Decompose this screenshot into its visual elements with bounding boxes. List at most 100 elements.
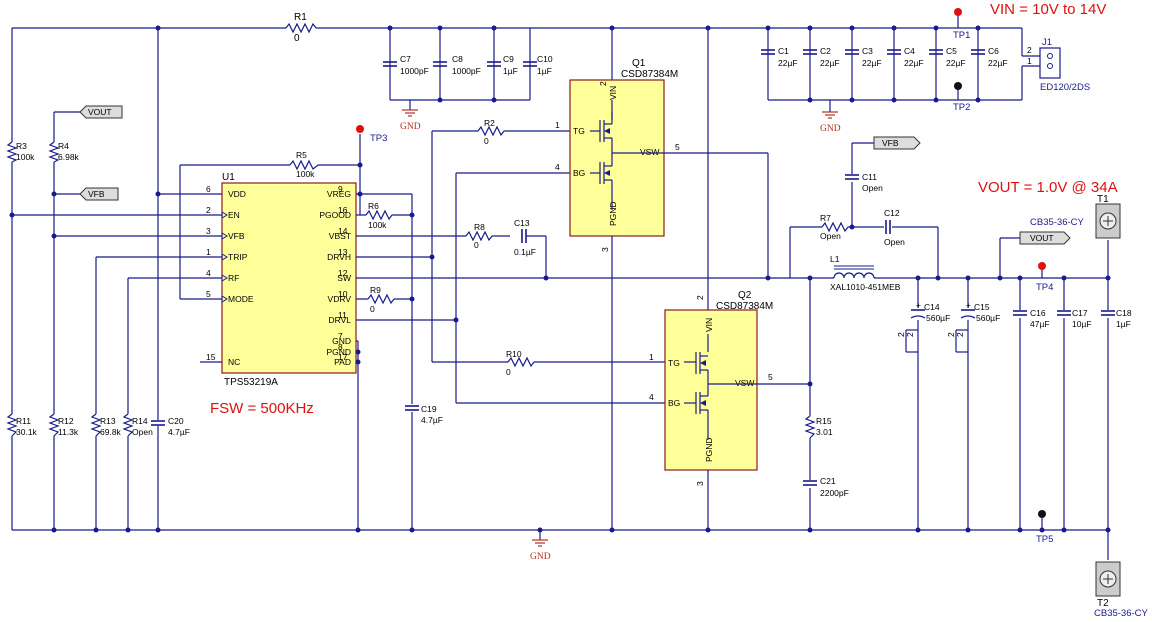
c16-capacitor xyxy=(1012,310,1028,318)
u1-pin-name: TRIP xyxy=(228,252,248,262)
c8-capacitor xyxy=(433,61,447,67)
c11-capacitor xyxy=(844,174,860,182)
vout-tag-left-label: VOUT xyxy=(88,107,112,117)
q2-fet-symbols xyxy=(684,334,757,440)
c5-value: 22µF xyxy=(946,58,966,68)
u1-pin-name: VREG xyxy=(327,189,351,199)
vfb-tag-left xyxy=(79,187,119,201)
u1-pin-num: 4 xyxy=(206,268,211,278)
c20-capacitor xyxy=(150,420,166,426)
u1-pin-arrow xyxy=(221,232,228,240)
gnd-symbol-caps xyxy=(402,100,418,117)
u1-pin-name: VDD xyxy=(228,189,246,199)
q1-pin-vin-num: 2 xyxy=(598,81,608,86)
j1-pin2: 2 xyxy=(1027,45,1032,55)
r6-value: 100k xyxy=(368,220,387,230)
u1-pin-num: 9 xyxy=(338,184,343,194)
t1-terminal xyxy=(1095,203,1121,239)
c19-label: C19 xyxy=(421,404,437,414)
tp2-testpoint xyxy=(954,82,962,90)
l1-inductor xyxy=(833,265,875,279)
r1-value: 0 xyxy=(294,33,300,44)
c13-value: 0.1µF xyxy=(514,247,536,257)
c12-capacitor xyxy=(884,219,892,235)
r8-value: 0 xyxy=(474,240,479,250)
c12-value: Open xyxy=(884,237,905,247)
q1-vsw-label: VSW xyxy=(640,147,659,157)
c2-value: 22µF xyxy=(820,58,840,68)
fsw-note: FSW = 500KHz xyxy=(210,400,314,417)
c15-plus: + xyxy=(966,300,971,310)
r2-value: 0 xyxy=(484,136,489,146)
u1-pin-num: 13 xyxy=(338,247,348,257)
l1-value: XAL1010-451MEB xyxy=(830,282,901,292)
c19-value: 4.7µF xyxy=(421,415,443,425)
q2-pin-vsw-num: 5 xyxy=(768,372,773,382)
vout-tag-left xyxy=(79,105,123,119)
u1-pin-arrow xyxy=(221,274,228,282)
tp3-testpoint xyxy=(356,125,364,133)
u1-pin-name: PGOOD xyxy=(319,210,351,220)
c9-label: C9 xyxy=(503,54,514,64)
r10-label: R10 xyxy=(506,349,522,359)
vin-note: VIN = 10V to 14V xyxy=(990,1,1106,18)
r3-value: 100k xyxy=(16,152,35,162)
u1-ref: U1 xyxy=(222,172,235,183)
c15-capacitor xyxy=(955,308,976,353)
q1-ref: Q1 xyxy=(632,58,646,69)
u1-pin-name: DRVH xyxy=(327,252,351,262)
r2-resistor xyxy=(477,125,505,137)
r9-resistor xyxy=(367,293,395,305)
r8-resistor xyxy=(465,230,493,242)
c10-label: C10 xyxy=(537,54,553,64)
u1-pin-arrow xyxy=(221,253,228,261)
t1-part: CB35-36-CY xyxy=(1030,217,1085,228)
c4-label: C4 xyxy=(904,46,915,56)
r2-label: R2 xyxy=(484,118,495,128)
tp4-testpoint xyxy=(1038,262,1046,270)
r8-label: R8 xyxy=(474,222,485,232)
u1-pin-num: 2 xyxy=(206,205,211,215)
gnd-label-2: GND xyxy=(820,124,841,134)
tp1-label: TP1 xyxy=(953,30,970,41)
c1-capacitor xyxy=(761,49,775,55)
c3-value: 22µF xyxy=(862,58,882,68)
q1-part: CSD87384M xyxy=(621,69,678,80)
c5-capacitor xyxy=(929,49,943,55)
c5-label: C5 xyxy=(946,46,957,56)
c17-capacitor xyxy=(1056,310,1072,318)
c16-label: C16 xyxy=(1030,308,1046,318)
q2-vsw-label: VSW xyxy=(735,378,754,388)
tp5-testpoint xyxy=(1038,510,1046,518)
j1-pin1: 1 xyxy=(1027,56,1032,66)
c7-label: C7 xyxy=(400,54,411,64)
j1-label: J1 xyxy=(1042,37,1052,48)
c18-capacitor xyxy=(1100,310,1116,318)
r9-value: 0 xyxy=(370,304,375,314)
u1-pin-name: DRVL xyxy=(328,315,351,325)
q1-mosfet xyxy=(569,79,665,237)
u1-pin-num: 7 xyxy=(338,331,343,341)
c11-label: C11 xyxy=(862,172,877,182)
tp5-label: TP5 xyxy=(1036,534,1053,545)
j1-connector xyxy=(1039,47,1061,79)
c14-capacitor xyxy=(905,308,926,353)
t2-part: CB35-36-CY xyxy=(1094,608,1149,619)
l1-label: L1 xyxy=(830,254,840,264)
u1-pin-num: 15 xyxy=(206,352,216,362)
t1-label: T1 xyxy=(1097,194,1109,205)
u1-pin-name: MODE xyxy=(228,294,254,304)
c1-value: 22µF xyxy=(778,58,798,68)
q2-tg-label: TG xyxy=(668,358,680,368)
r5-resistor xyxy=(289,159,319,171)
r12-label: R12 xyxy=(58,416,74,426)
u1-pin-num: 11 xyxy=(338,310,347,320)
tp2-label: TP2 xyxy=(953,102,970,113)
u1-pin-name: PAD xyxy=(334,357,351,367)
gnd-label-1: GND xyxy=(400,122,421,132)
c14-value: 560µF xyxy=(926,313,950,323)
t2-terminal xyxy=(1095,561,1121,597)
r10-value: 0 xyxy=(506,367,511,377)
vout-note: VOUT = 1.0V @ 34A xyxy=(978,179,1118,196)
r15-resistor xyxy=(804,415,816,439)
